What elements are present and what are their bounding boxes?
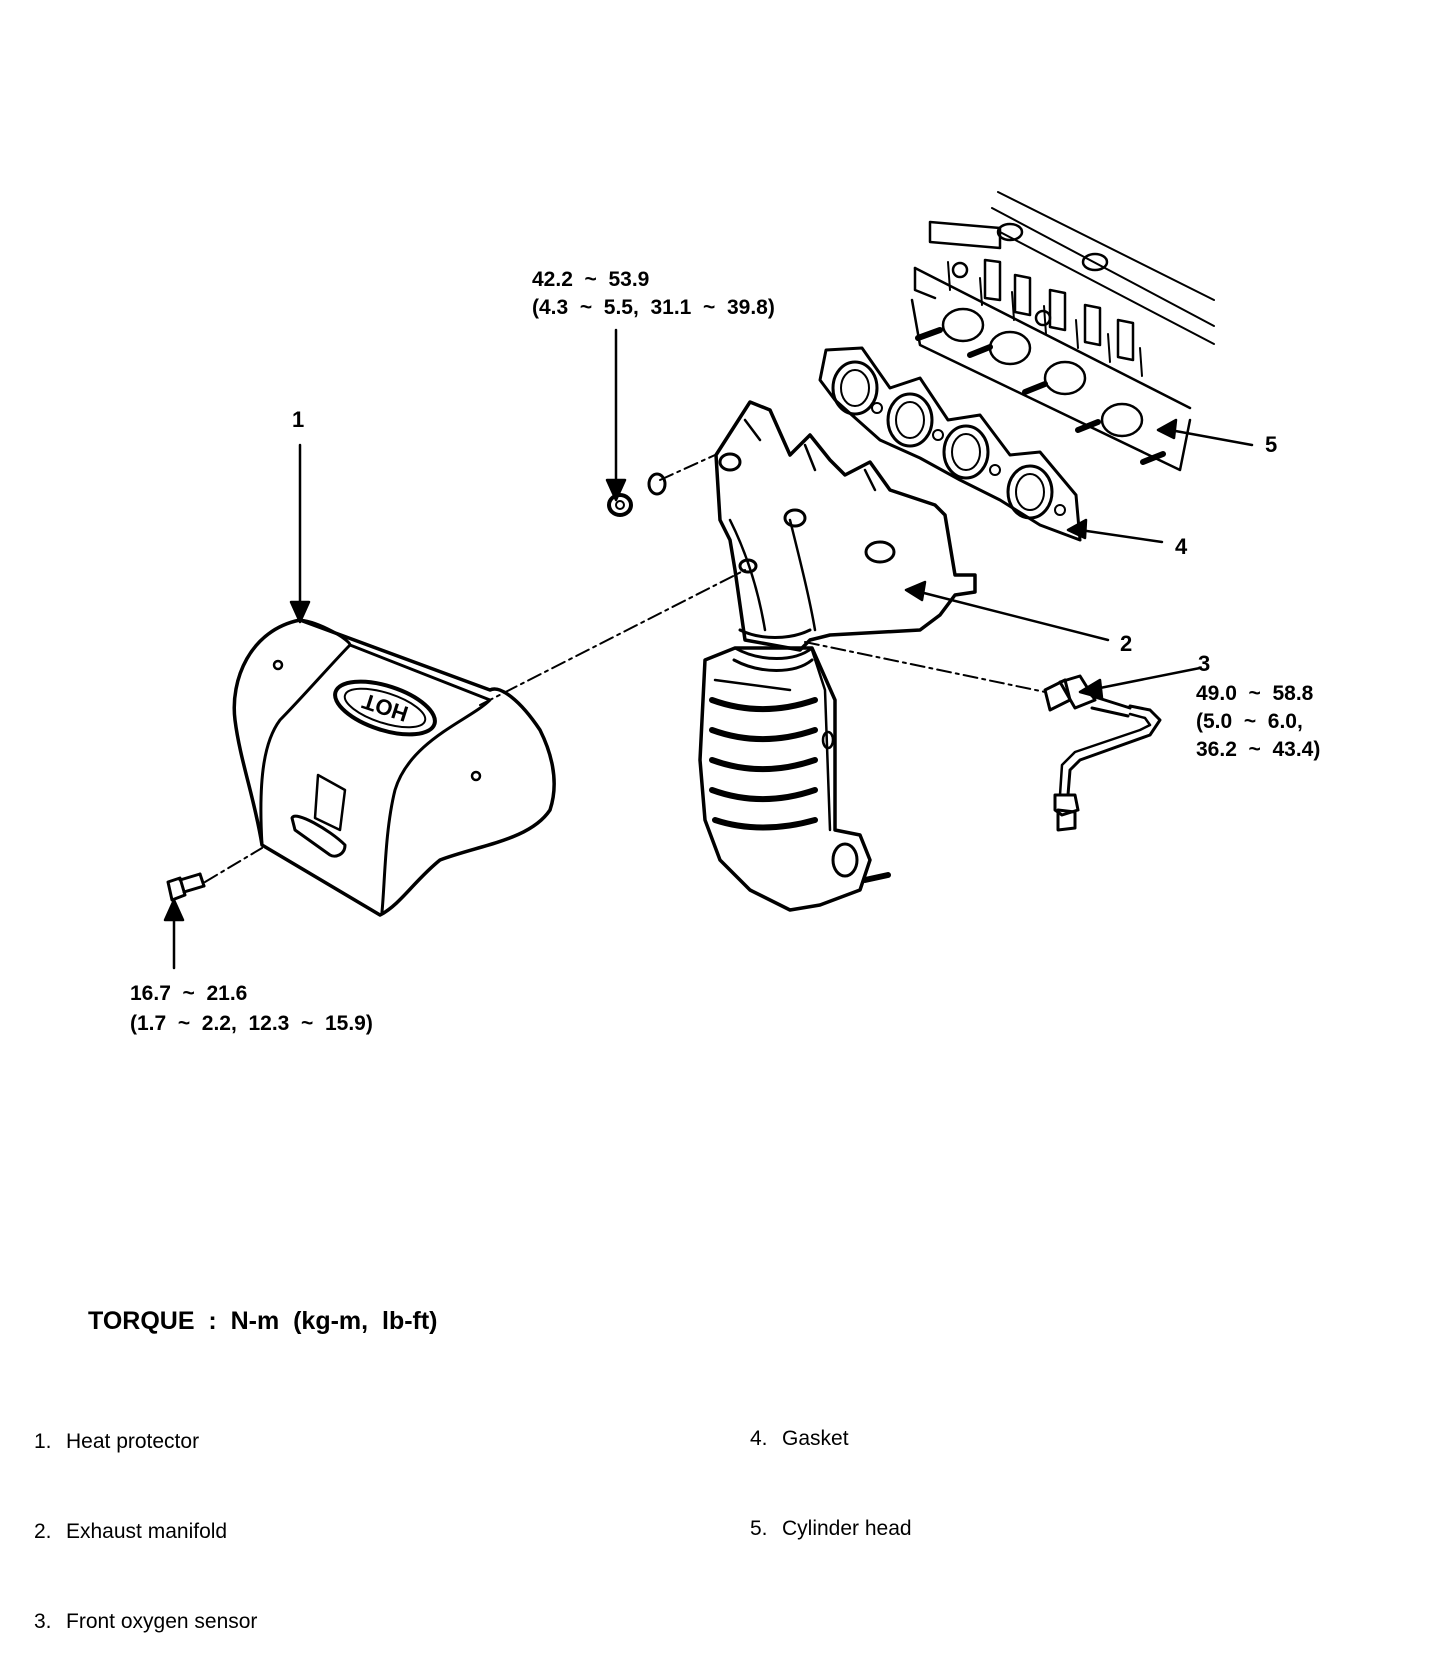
- legend-label: Heat protector: [66, 1430, 200, 1453]
- callout-2: 2: [1120, 631, 1133, 656]
- gasket: [818, 346, 1082, 542]
- sensor-torque-kgm: (5.0 ~ 6.0,: [1196, 710, 1303, 733]
- manifold-nut-washer: [607, 472, 667, 517]
- callout-1: 1: [292, 407, 305, 432]
- legend-left: 1. Heat protector 2. Exhaust manifold 3. Fr…: [34, 1367, 257, 1667]
- callout-5: 5: [1265, 432, 1278, 457]
- sensor-torque-nm: 49.0 ~ 58.8: [1196, 682, 1314, 705]
- callout-4: 4: [1175, 534, 1188, 559]
- legend-num: 3.: [34, 1610, 52, 1633]
- legend-right: 4. Gasket 5. Cylinder head: [750, 1364, 912, 1574]
- legend-num: 2.: [34, 1520, 52, 1543]
- hot-badge-text: HOT: [359, 688, 411, 726]
- bolt-torque-nm: 16.7 ~ 21.6: [130, 982, 248, 1005]
- legend-item: 1. Heat protector: [34, 1427, 257, 1457]
- legend-item: 2. Exhaust manifold: [34, 1517, 257, 1547]
- sensor-torque-lbft: 36.2 ~ 43.4): [1196, 738, 1321, 761]
- legend-num: 5.: [750, 1517, 768, 1540]
- heat-protector-bolt: [166, 872, 206, 902]
- bolt-torque-kgm-lbft: (1.7 ~ 2.2, 12.3 ~ 15.9): [130, 1012, 373, 1035]
- legend-item: 5. Cylinder head: [750, 1514, 912, 1544]
- exhaust-manifold: [698, 400, 977, 912]
- legend-label: Front oxygen sensor: [66, 1610, 258, 1633]
- legend-label: Exhaust manifold: [66, 1520, 228, 1543]
- callout-3: 3: [1198, 651, 1211, 676]
- alignment-lines: [204, 454, 1046, 883]
- legend-label: Cylinder head: [782, 1517, 912, 1540]
- oxygen-sensor: [1043, 674, 1162, 832]
- cylinder-head: [910, 191, 1215, 472]
- torque-unit-label: TORQUE : N-m (kg-m, lb-ft): [88, 1307, 438, 1335]
- legend-item: 4. Gasket: [750, 1424, 912, 1454]
- heat-protector: HOT: [232, 618, 556, 917]
- nut-torque-nm: 42.2 ~ 53.9: [532, 268, 650, 291]
- legend-num: 1.: [34, 1430, 52, 1453]
- leader-arrows: [163, 328, 1254, 970]
- exploded-view-diagram: HOT: [163, 191, 1254, 970]
- nut-torque-kgm-lbft: (4.3 ~ 5.5, 31.1 ~ 39.8): [532, 296, 775, 319]
- legend-num: 4.: [750, 1427, 768, 1450]
- legend-label: Gasket: [782, 1427, 849, 1450]
- legend-item: 3. Front oxygen sensor: [34, 1607, 257, 1637]
